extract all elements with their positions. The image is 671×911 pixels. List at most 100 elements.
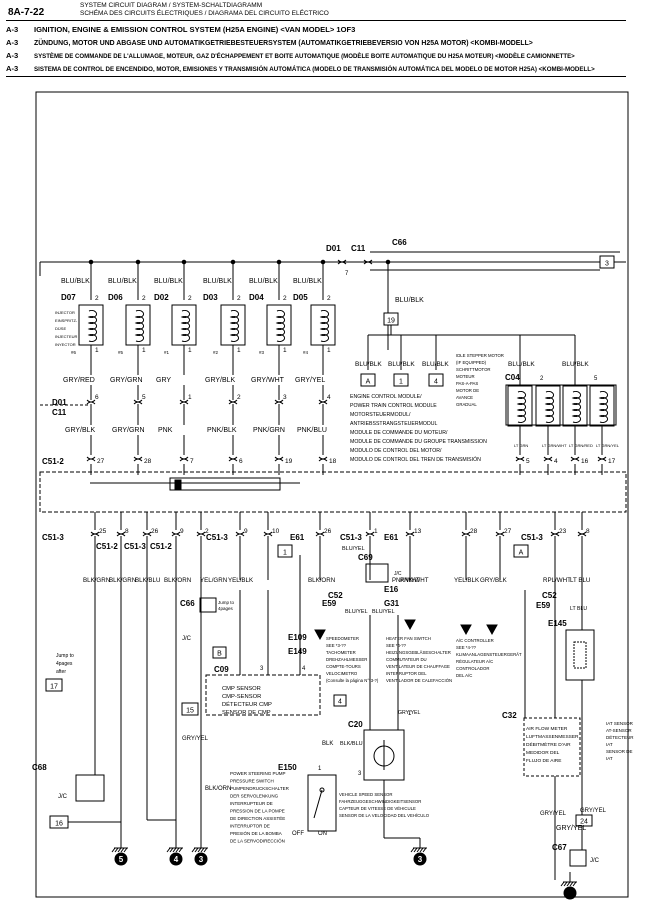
ps-label: PUMPENDRUCKSCHALTER [230, 786, 290, 791]
wire-color: BLU/BLK [508, 361, 535, 368]
connector-g31: G31 [384, 599, 400, 608]
connector-mark [274, 401, 284, 405]
connector-c51-2: C51-2 [150, 542, 172, 551]
ps-label: DE LA SERVODIRECCIÓN [230, 838, 285, 844]
connector-mark [116, 533, 126, 537]
speedo-label: SPEEDOMETER [326, 636, 359, 641]
connector-e150: E150 [278, 763, 297, 772]
connector-mark [570, 458, 580, 462]
ps-label: INTERRUPTOR DE [230, 824, 270, 829]
ground-hatch [200, 847, 205, 853]
wire-color-bottom: GRY/RED [63, 377, 95, 384]
pin-7: 7 [345, 271, 349, 277]
box-1-lower [277, 544, 293, 558]
box-a-lower [513, 544, 529, 558]
pin: 5 [594, 376, 598, 382]
ecm-pin: 16 [581, 458, 589, 465]
wire-color: GRY/YEL [182, 736, 209, 742]
wire-color-top: BLU/BLK [108, 278, 137, 285]
arrow-icon [460, 624, 472, 636]
box-a-lower-label: A [519, 550, 524, 557]
ground-hatch [194, 847, 199, 853]
aircon-label: RÉGULATEUR A/C [456, 659, 493, 664]
pin-number: 2 [188, 295, 192, 302]
wire-color: BLK/GRN [83, 577, 110, 584]
pin-number: 1 [142, 347, 146, 354]
injector-id: D06 [108, 293, 123, 302]
injector-coil [310, 304, 336, 346]
pin-number: 3 [283, 394, 287, 401]
wire-color-lower: PNK/BLK [207, 427, 237, 434]
ecm-pin: 6 [239, 458, 243, 465]
bottom-pin: 23 [559, 528, 567, 535]
heater-label: HEATER FAN SWITCH [386, 636, 431, 641]
ground-hatch [416, 847, 421, 853]
wire-color: BLK/ORN [164, 577, 191, 584]
pin-number: 1 [188, 347, 192, 354]
speedo-label: COMPTE-TOURS [326, 664, 361, 669]
ground-icon [194, 852, 208, 866]
ps-switch-blade [313, 789, 323, 819]
ground-number: 4 [174, 855, 179, 864]
pin: 1 [408, 711, 412, 717]
maf-label: FLUJO DE AIRE [526, 758, 561, 764]
wire-color: GRY/BLK [480, 577, 508, 584]
box-1-label: 1 [399, 379, 403, 386]
wire-color-bottom: GRY [156, 377, 171, 384]
connector-e149: E149 [288, 647, 307, 656]
speedo-label: DREHZAHLMESSER [326, 657, 367, 662]
stepper-coil [589, 385, 615, 427]
bottom-pin: 9 [244, 528, 248, 535]
ps-label: INTERRUPTEUR DE [230, 801, 273, 806]
ecm-label: POWER TRAIN CONTROL MODULE [350, 403, 437, 409]
aircon-label: DEL A/C [456, 673, 472, 678]
box-15 [181, 702, 199, 716]
c69-box [365, 563, 389, 583]
connector-mark [274, 458, 284, 462]
connector-c51-3: C51-3 [206, 533, 228, 542]
connector-e61: E61 [290, 533, 305, 542]
stepper-label: PAS-A-PAS [456, 381, 478, 386]
pin-number: 2 [237, 394, 241, 401]
aircon-label: SEE *4-?? [456, 645, 477, 650]
connector-c67: C67 [552, 843, 567, 852]
jc-label: J/C [182, 636, 192, 642]
connector-mark [515, 458, 525, 462]
ground-number: 3 [418, 855, 423, 864]
connector-c20: C20 [348, 720, 363, 729]
ecm-pin: 19 [285, 458, 293, 465]
maf-label: DÉBITMÈTRE D'AIR [526, 741, 571, 748]
box-1-lower-label: 1 [283, 550, 287, 557]
stepper-label: GRADUAL [456, 402, 477, 407]
connector-mark [315, 533, 325, 537]
connector-mark [337, 261, 347, 265]
wire-color: LT BLU [570, 606, 587, 612]
jc-label: J/C [394, 571, 402, 577]
wire-color-lower: PNK [158, 427, 173, 434]
ground-hatch [197, 847, 202, 853]
stepper-label: AVANCE [456, 395, 473, 400]
injector-coil [220, 304, 246, 346]
jump-note: 4pages [218, 606, 234, 611]
coil-winding [180, 310, 191, 342]
connector-mark [318, 458, 328, 462]
connector-mark [543, 458, 553, 462]
speedo-label: TACHOMETER [326, 650, 356, 655]
connector-c32: C32 [502, 711, 517, 720]
pin: 3 [260, 666, 264, 672]
injector-label: EINSPRITZ- [55, 318, 78, 323]
wire-color: BLK/ORN [205, 786, 231, 792]
pin-number: 2 [283, 295, 287, 302]
bottom-pin: 8 [586, 528, 590, 535]
connector-mark [405, 533, 415, 537]
box-b-label: B [217, 651, 222, 658]
injector-coil [125, 304, 151, 346]
subtitle-2: SCHÉMA DES CIRCUITS ÉLECTRIQUES / DIAGRA… [80, 10, 329, 17]
iat-box [565, 629, 595, 681]
pin-number: 6 [95, 394, 99, 401]
pin-number: 1 [237, 347, 241, 354]
heater-label: COMMUTATEUR DU [386, 657, 427, 662]
ground-icon [114, 852, 128, 866]
connector-mark [228, 401, 238, 405]
